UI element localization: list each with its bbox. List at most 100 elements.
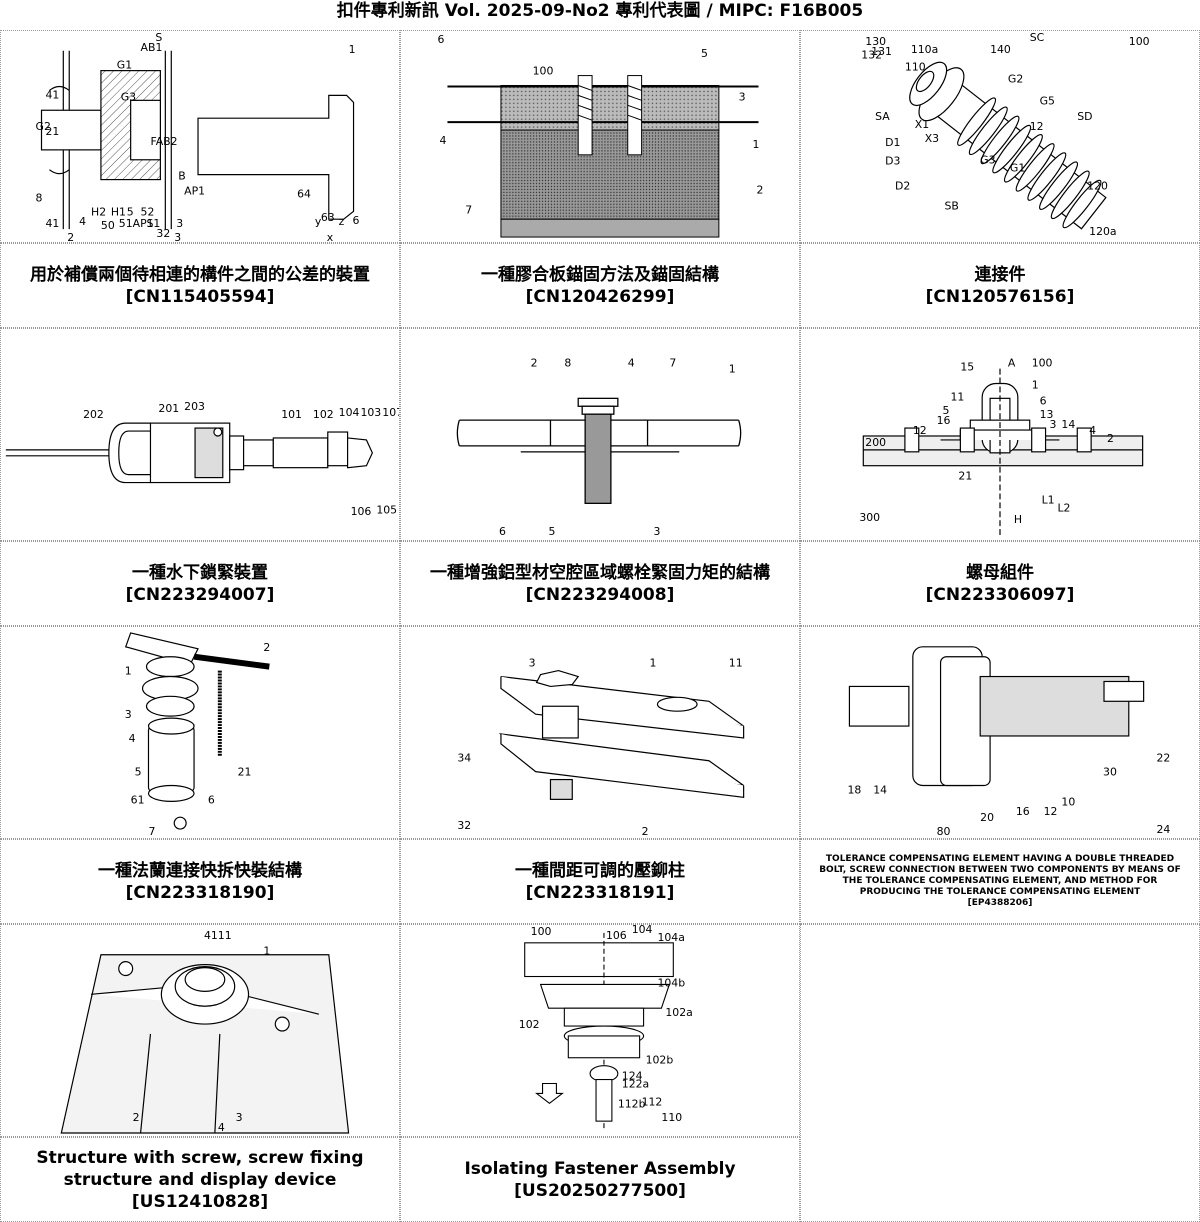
patent-caption-8: 一種間距可調的壓鉚柱 [CN223318191]	[400, 839, 800, 924]
tolerance-device-drawing-icon: 1 41 21 G2 8 41 2 AB1 S G1 G3 FAB2 3 B A…	[1, 31, 399, 242]
patent-figure-11: 100 106 104 104a 104b 102a 102 102b 124 …	[400, 924, 800, 1137]
figure-label: 140	[990, 43, 1011, 56]
figure-label: y	[315, 215, 322, 228]
figure-label: 16	[937, 414, 951, 427]
figure-label: 6	[353, 214, 360, 227]
patent-title: 螺母組件	[966, 562, 1034, 584]
figure-label: 1	[1032, 378, 1039, 391]
figure-label: 104	[339, 406, 360, 419]
figure-label: 80	[937, 825, 951, 838]
patent-caption-6: 螺母組件 [CN223306097]	[800, 541, 1200, 626]
patent-figure-9: 18 14 80 20 16 12 10 30 22 24	[800, 626, 1200, 839]
figure-label: 4	[628, 357, 635, 370]
figure-label: 2	[642, 825, 649, 838]
plywood-anchor-drawing-icon: 6 100 5 4 3 1 7 2	[401, 31, 799, 242]
figure-label: 7	[465, 203, 472, 216]
figure-label: 8	[564, 357, 571, 370]
patent-caption-7: 一種法蘭連接快拆快裝結構 [CN223318190]	[0, 839, 400, 924]
figure-label: 110a	[911, 43, 938, 56]
flange-quick-release-drawing-icon: 1 2 3 4 5 61 6 7 21	[1, 627, 399, 838]
figure-label: 106	[351, 505, 372, 518]
figure-label: 32	[156, 227, 170, 240]
figure-label: 51	[119, 217, 133, 230]
figure-label: 102	[313, 408, 334, 421]
patent-caption-3: 連接件 [CN120576156]	[800, 243, 1200, 328]
figure-label: 32	[457, 819, 471, 832]
figure-label: 4	[218, 1121, 225, 1134]
patent-grid: 1 41 21 G2 8 41 2 AB1 S G1 G3 FAB2 3 B A…	[0, 30, 1200, 1222]
figure-label: X	[1044, 539, 1052, 540]
figure-label: 41	[45, 88, 59, 101]
figure-label: 300	[859, 511, 880, 524]
figure-label: 18	[847, 783, 861, 796]
figure-label: 112b	[618, 1097, 646, 1110]
figure-label: 21	[238, 766, 252, 779]
patent-figure-5: 2 8 4 7 1 6 5 3	[400, 328, 800, 541]
underwater-lock-drawing-icon: 202 201 203 101 102 104 103 107 106 105	[1, 329, 399, 540]
figure-label: D3	[885, 155, 900, 168]
figure-label: X1	[915, 118, 929, 131]
patent-figure-10: 4111 1 2 4 3	[0, 924, 400, 1137]
figure-label: 34	[457, 752, 471, 765]
figure-label: 104	[632, 925, 653, 936]
figure-label: SB	[945, 199, 959, 212]
figure-label: 4	[79, 215, 86, 228]
figure-label: 2	[757, 183, 764, 196]
figure-label: SD	[1077, 110, 1092, 123]
patent-caption-1: 用於補償兩個待相連的構件之間的公差的裝置 [CN115405594]	[0, 243, 400, 328]
patent-number: [CN223318191]	[526, 882, 675, 904]
patent-title: 一種法蘭連接快拆快裝結構	[98, 860, 302, 882]
figure-label: 1	[349, 43, 356, 56]
figure-label: G5	[1040, 94, 1055, 107]
patent-title: Isolating Fastener Assembly	[464, 1158, 735, 1180]
patent-title: 用於補償兩個待相連的構件之間的公差的裝置	[30, 264, 370, 286]
figure-label: 120a	[1089, 225, 1116, 238]
figure-label: G3	[121, 90, 136, 103]
figure-label: 14	[873, 783, 887, 796]
figure-label: 1	[263, 945, 270, 958]
patent-caption-4: 一種水下鎖緊裝置 [CN223294007]	[0, 541, 400, 626]
figure-label: 20	[980, 811, 994, 824]
figure-label: G1	[117, 59, 132, 72]
figure-label: 103	[360, 406, 381, 419]
page-title: 扣件專利新訊 Vol. 2025-09-No2 專利代表圖 / MIPC: F1…	[337, 1, 863, 21]
double-threaded-bolt-drawing-icon: 18 14 80 20 16 12 10 30 22 24	[801, 627, 1199, 838]
figure-label: 15	[960, 361, 974, 374]
patent-caption-5: 一種增強鋁型材空腔區域螺栓緊固力矩的結構 [CN223294008]	[400, 541, 800, 626]
figure-label: 14	[1061, 418, 1075, 431]
patent-number: [CN223306097]	[926, 584, 1075, 606]
figure-label: 110	[905, 61, 926, 74]
figure-label: 100	[1129, 35, 1150, 48]
figure-label: 2	[1107, 432, 1114, 445]
figure-label: 110	[661, 1111, 682, 1124]
figure-label: 50	[101, 219, 115, 232]
figure-label: H	[1014, 513, 1022, 526]
figure-label: 200	[865, 436, 886, 449]
patent-figure-7: 1 2 3 4 5 61 6 7 21	[0, 626, 400, 839]
patent-figure-6: 15 A 100 1 11 5 16 12 6 13 3 14 4 2 200 …	[800, 328, 1200, 541]
figure-label: H2	[91, 205, 106, 218]
figure-label: 102	[519, 1018, 540, 1031]
patent-title: TOLERANCE COMPENSATING ELEMENT HAVING A …	[819, 854, 1181, 898]
figure-label: 104b	[657, 976, 685, 989]
figure-label: 6	[208, 793, 215, 806]
empty-cell	[800, 924, 1200, 1222]
figure-label: 6	[499, 525, 506, 538]
patent-number: [US20250277500]	[514, 1180, 686, 1202]
figure-label: z	[339, 215, 345, 228]
figure-label: G1	[1010, 162, 1025, 175]
figure-label: 63	[321, 211, 335, 224]
patent-number: [CN120576156]	[926, 286, 1075, 308]
figure-label: 11	[950, 390, 964, 403]
figure-label: 61	[131, 793, 145, 806]
figure-label: G3	[980, 154, 995, 167]
figure-label: G2	[1008, 73, 1023, 86]
page-header: 扣件專利新訊 Vol. 2025-09-No2 專利代表圖 / MIPC: F1…	[0, 0, 1200, 26]
figure-label: 3	[1050, 418, 1057, 431]
patent-number: [CN120426299]	[526, 286, 675, 308]
figure-label: 7	[669, 357, 676, 370]
figure-label: 64	[297, 187, 311, 200]
figure-label: 4	[129, 732, 136, 745]
figure-label: 102a	[665, 1006, 692, 1019]
figure-label: 2	[263, 641, 270, 654]
